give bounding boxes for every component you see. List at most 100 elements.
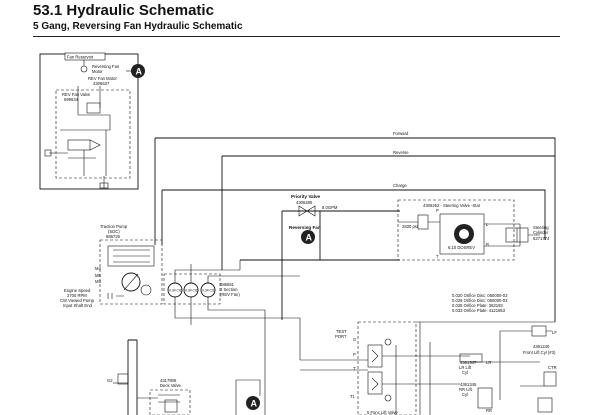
gear-pump-desc-1: 3 Section: [220, 287, 238, 292]
priority-valve-label: Priority Valve: [291, 194, 321, 199]
deck-g2-label: G2: [107, 378, 113, 383]
traction-pump-block: [99, 239, 163, 305]
gear-pump-desc-2: (REV Fan): [220, 292, 240, 297]
orifice-3: 0.028 Orifice Plate: 363193: [452, 303, 503, 308]
engine-shaft: Input Shaft End: [63, 303, 93, 308]
traction-pump: Traction Pump (SDC) 686726 M4 M5 M3 Engi…: [60, 224, 163, 308]
page-title: 53.1 Hydraulic Schematic: [33, 2, 214, 19]
gear-pump-cid-1: 0.34 CID: [169, 289, 183, 293]
lr-lift-part: 4361347: [460, 360, 477, 365]
test-port-p: P: [353, 352, 356, 357]
steering-valve-label: 4306252 - Steering Valve -Star: [423, 203, 481, 208]
rev-fan-valve-block: [55, 89, 131, 179]
gear-pump-part: 686651: [220, 282, 235, 287]
reversing-fan-label: Reversing Fan: [92, 64, 120, 69]
steering-psi: 2830 psi: [402, 224, 418, 229]
gear-pump-cid-3: 0.34 CID: [202, 289, 216, 293]
deck-valve-label: Deck Valve: [160, 383, 182, 388]
steering-port-p: P: [436, 208, 439, 213]
reversing-fan-motor-symbol: [80, 65, 88, 73]
lift-valve-block: [357, 321, 417, 415]
fan-circuit-border: [39, 53, 139, 190]
lr-label: LR: [486, 360, 491, 365]
reversing-fan-motor-label: Motor: [92, 69, 103, 74]
engine-cw: CW Viewed Pump: [60, 298, 95, 303]
steering-port-r: R: [486, 242, 489, 247]
lift-valve-label: 5 Fonc Lift Valve: [367, 410, 399, 415]
marker-a-fan-text: A: [136, 67, 143, 77]
front-lift-part: 4361240: [533, 344, 550, 349]
rr-label: RR: [486, 408, 492, 413]
rev-fan-motor-part: 4306637: [93, 81, 110, 86]
rev-fan-valve-part: 699634: [64, 97, 79, 102]
marker-a-fan: [131, 64, 145, 78]
engine-rpm: 2700 RPM: [67, 293, 87, 298]
steering-port-t: T: [436, 254, 439, 259]
page-subtitle: 5 Gang, Reversing Fan Hydraulic Schemati…: [33, 21, 243, 32]
marker-a-priority-text: A: [306, 233, 313, 243]
lr-lift-cyl: Cyl: [462, 370, 468, 375]
marker-a-deck-text: A: [251, 399, 258, 409]
test-port-label-2: PORT: [335, 334, 347, 339]
lr-lift-desc: LR Lift: [459, 365, 472, 370]
steering-valve-body: [439, 213, 485, 255]
steering-valve-block: [397, 199, 515, 261]
rr-lift-cyl: Cyl: [462, 392, 468, 397]
ctr-label: CTR: [548, 365, 557, 370]
priority-valve-part: 4306485: [296, 200, 313, 205]
steering-cylinder-part: 6271774: [533, 236, 550, 241]
steering-cylinder-label-1: Steering: [533, 225, 549, 230]
steering-port-l: L: [486, 222, 489, 227]
steering-displacement: 6.10 DOSREV: [448, 245, 475, 250]
fan-circuit: Fan Reservoir Reversing Fan Motor A REV …: [39, 52, 145, 190]
header-rule: [33, 36, 560, 37]
deck-valve-part: 4317808: [160, 378, 177, 383]
lift-valve: TEST PORT G P T T1 5 Fonc Lift Valve: [300, 321, 555, 415]
traction-pump-sdc: (SDC): [108, 229, 120, 234]
orifice-1: 0.020 Orifice Disc: 060000-03: [452, 293, 508, 298]
traction-pump-part: 686726: [106, 234, 121, 239]
gear-pump-block: [163, 273, 221, 305]
gear-pump-cid-2: 0.34 CID: [185, 289, 199, 293]
ctr-lift-cylinder-symbol: [543, 371, 557, 387]
marker-a-priority: [301, 230, 315, 244]
front-lift-cylinder-symbol: [531, 325, 547, 337]
orifice-4: 0.033 Orifice Plate: 4121853: [452, 308, 506, 313]
lf-label: LF: [552, 330, 557, 335]
lift-cylinders: LF 4361240 Front Lift Cyl (#3) LR 436134…: [459, 325, 557, 413]
deck-valve-block: [149, 389, 191, 415]
orifice-list: 0.020 Orifice Disc: 060000-03 0.028 Orif…: [452, 293, 508, 313]
rev-fan-spool: [67, 139, 91, 151]
main-lines: Forward Reverse Charge: [154, 131, 556, 322]
charge-label: Charge: [393, 183, 407, 188]
rr-lift-part: 4361345: [460, 382, 477, 387]
steering-system: 4306252 - Steering Valve -Star 2830 psi …: [397, 199, 550, 261]
front-lift-desc: Front Lift Cyl (#3): [523, 350, 556, 355]
priority-valve: Priority Valve 4306485 8.0GPM Reversing …: [240, 194, 400, 320]
orifice-2: 0.028 Orifice Disc: 060000-03: [452, 298, 508, 303]
port-m4: M4: [95, 266, 101, 271]
fan-reservoir-label: Fan Reservoir: [67, 55, 94, 60]
rev-fan-valve-label: REV Fan Valve: [62, 92, 91, 97]
priority-reversing-fan-label: Reversing Fan: [289, 225, 321, 230]
charge-line: [162, 189, 546, 240]
test-port-label-1: TEST: [336, 329, 347, 334]
fan-drain-port: [44, 149, 52, 157]
port-m5: M5: [95, 273, 101, 278]
rev-fan-motor-label: REV Fan Motor: [88, 76, 117, 81]
fan-reservoir-box: [64, 52, 106, 61]
traction-pump-symbol: [121, 272, 141, 292]
priority-flow: 8.0GPM: [322, 205, 338, 210]
rr-lift-desc: RR Lift: [459, 387, 473, 392]
gear-pump: 0.34 CID 0.34 CID 0.34 CID 686651 3 Sect…: [163, 260, 301, 415]
deck-valve: G2 4317808 Deck Valve A: [107, 339, 261, 415]
test-port-g: G: [353, 337, 356, 342]
traction-pump-label: Traction Pump: [100, 224, 128, 229]
steering-cylinder-label-2: Cylinder: [533, 230, 549, 235]
test-port-t: T: [353, 366, 356, 371]
engine-speed: Engine Speed: [64, 288, 91, 293]
rr-lift-cylinder-symbol: [477, 387, 493, 409]
port-m3: M3: [95, 279, 101, 284]
forward-label: Forward: [393, 131, 409, 136]
